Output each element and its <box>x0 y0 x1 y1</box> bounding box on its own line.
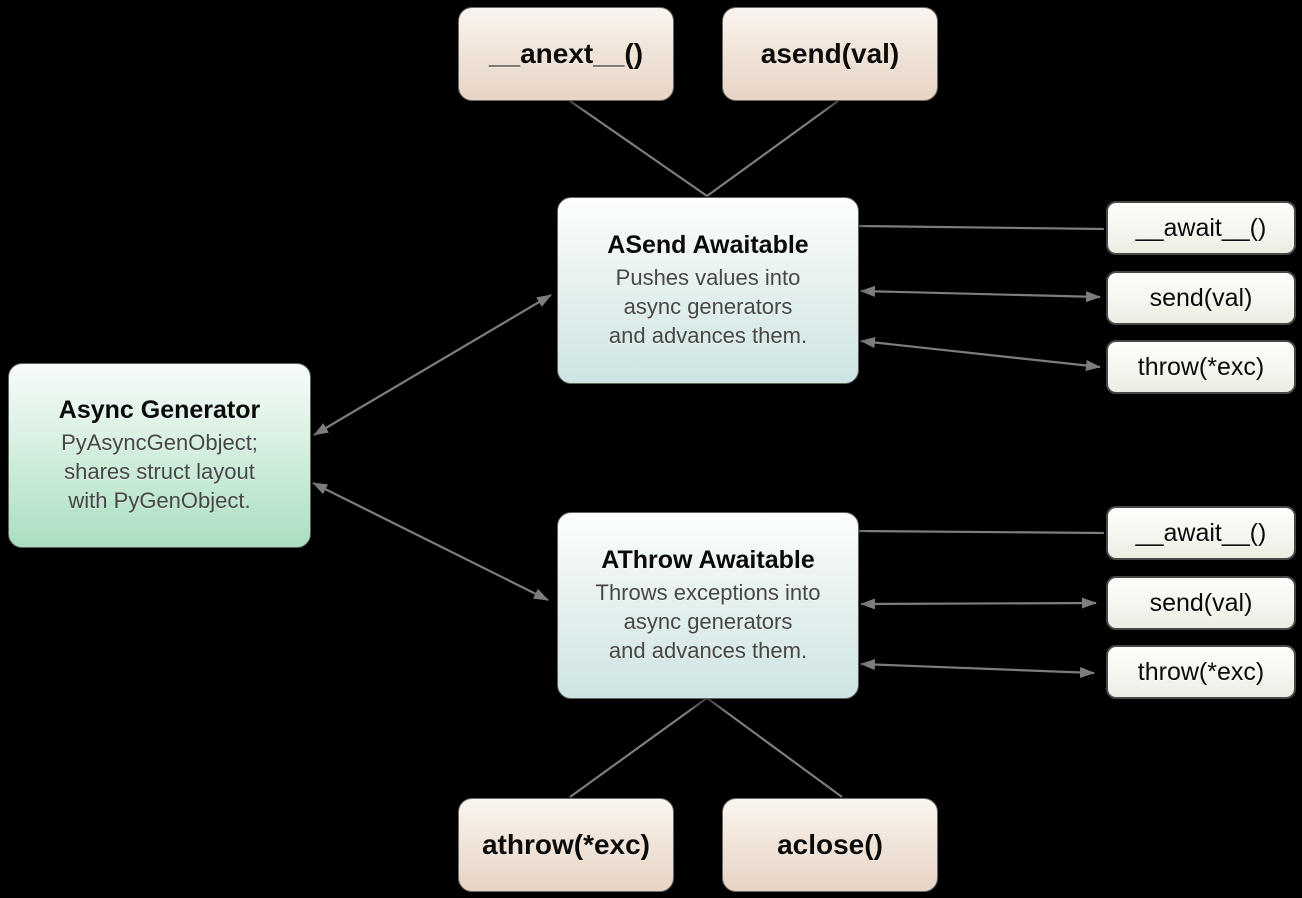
aclose-method-label: aclose() <box>777 829 883 860</box>
asend-awaitable-box: ASend Awaitable Pushes values into async… <box>557 197 859 384</box>
asend-awaitable-title: ASend Awaitable <box>607 231 809 259</box>
desc-line: async generators <box>623 609 793 634</box>
asend-awaitable-description: Pushes values into async generators and … <box>609 263 807 350</box>
desc-line: shares struct layout <box>64 459 255 484</box>
edge-asend-to-asend-awaitable <box>706 100 839 197</box>
edge-athrow-awaitable-send <box>860 597 1097 610</box>
athrow-method-label: athrow(*exc) <box>481 829 651 860</box>
edge-athrow-awaitable-throw <box>860 659 1095 678</box>
edge-athrow-awaitable-to-aclose <box>706 697 843 798</box>
desc-line: and advances them. <box>608 323 808 348</box>
edge-generator-to-asend-awaitable <box>313 294 552 436</box>
edge-athrow-awaitable-to-athrow <box>569 697 708 798</box>
anext-method-box: __anext__() <box>458 7 674 101</box>
desc-line: and advances them. <box>608 638 808 663</box>
athrow-awaitable-title: AThrow Awaitable <box>601 546 815 574</box>
asend-send-api-label: send(val) <box>1149 283 1253 312</box>
desc-line: async generators <box>623 294 793 319</box>
edge-anext-to-asend-awaitable <box>569 100 708 197</box>
asend-await-api-box: __await__() <box>1106 201 1296 255</box>
desc-line: with PyGenObject. <box>68 488 251 513</box>
async-generator-title: Async Generator <box>58 396 261 424</box>
asend-throw-api-label: throw(*exc) <box>1137 352 1265 381</box>
athrow-awaitable-description: Throws exceptions into async generators … <box>596 578 821 665</box>
asend-throw-api-box: throw(*exc) <box>1106 340 1296 394</box>
edge-asend-awaitable-throw <box>860 337 1101 371</box>
anext-method-label: __anext__() <box>488 38 644 69</box>
async-generator-description: PyAsyncGenObject; shares struct layout w… <box>61 428 258 515</box>
async-generator-box: Async Generator PyAsyncGenObject; shares… <box>8 363 311 548</box>
edge-asend-awaitable-send <box>860 285 1101 303</box>
desc-line: Throws exceptions into <box>595 580 821 605</box>
edge-athrow-awaitable-to-await <box>857 529 1105 535</box>
athrow-throw-api-box: throw(*exc) <box>1106 645 1296 699</box>
athrow-awaitable-box: AThrow Awaitable Throws exceptions into … <box>557 512 859 699</box>
aclose-method-box: aclose() <box>722 798 938 892</box>
athrow-method-box: athrow(*exc) <box>458 798 674 892</box>
edge-generator-to-athrow-awaitable <box>312 482 549 601</box>
desc-line: PyAsyncGenObject; <box>61 430 258 455</box>
athrow-throw-api-label: throw(*exc) <box>1137 657 1265 686</box>
asend-method-box: asend(val) <box>722 7 938 101</box>
asend-method-label: asend(val) <box>760 38 900 69</box>
athrow-send-api-label: send(val) <box>1149 588 1253 617</box>
asend-await-api-label: __await__() <box>1135 213 1267 242</box>
desc-line: Pushes values into <box>615 265 801 290</box>
edge-asend-awaitable-to-await <box>857 224 1105 231</box>
asend-send-api-box: send(val) <box>1106 271 1296 325</box>
athrow-await-api-label: __await__() <box>1135 518 1267 547</box>
athrow-send-api-box: send(val) <box>1106 576 1296 630</box>
athrow-await-api-box: __await__() <box>1106 506 1296 560</box>
